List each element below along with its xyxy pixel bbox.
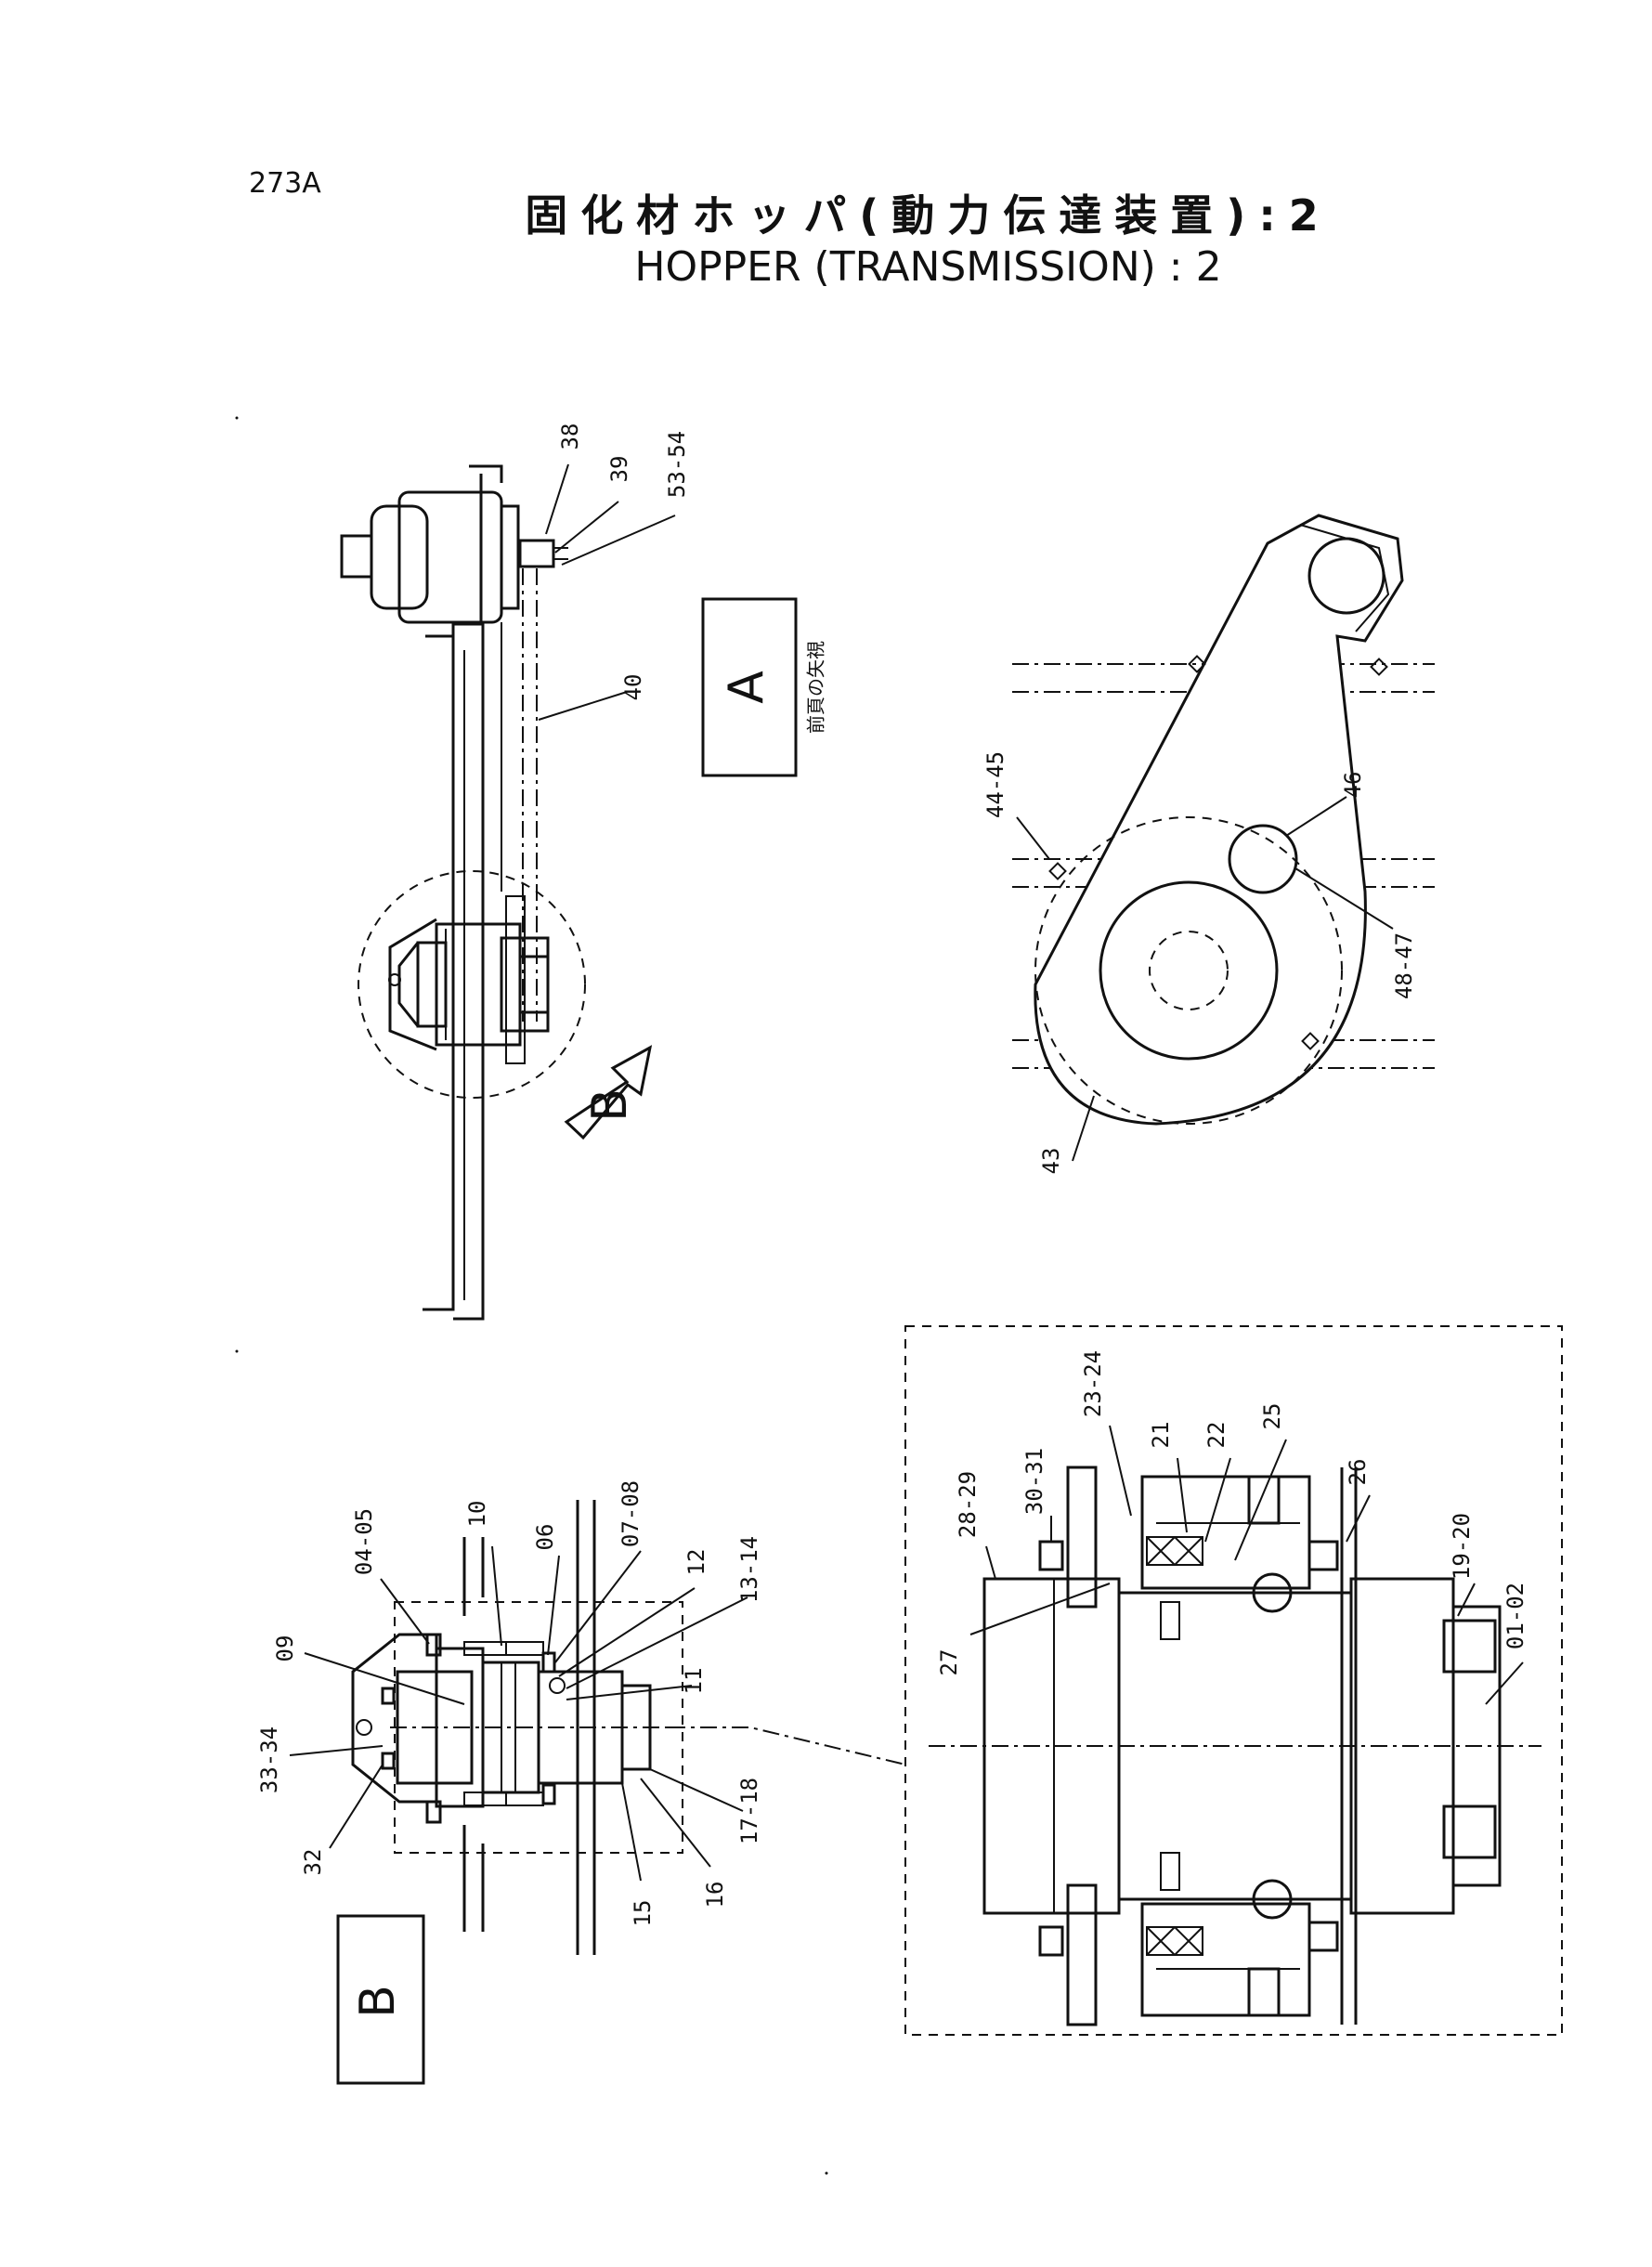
detail-view-drawing bbox=[904, 1325, 1563, 2036]
callout-30-31: 30-31 bbox=[1021, 1448, 1047, 1515]
callout-09: 09 bbox=[272, 1635, 298, 1662]
callout-27: 27 bbox=[936, 1649, 962, 1676]
view-b-box: B bbox=[336, 1914, 425, 2085]
view-a-label: A bbox=[719, 671, 774, 704]
callout-32: 32 bbox=[300, 1849, 326, 1876]
callout-39: 39 bbox=[606, 456, 632, 483]
view-b-label: B bbox=[350, 1985, 406, 2018]
callout-21: 21 bbox=[1148, 1422, 1174, 1449]
page-title-en: HOPPER (TRANSMISSION) : 2 bbox=[634, 243, 1222, 291]
page-title-jp: 固化材ホッパ(動力伝達装置):2 bbox=[525, 190, 1332, 241]
callout-53-54: 53-54 bbox=[664, 431, 690, 498]
callout-46: 46 bbox=[1340, 772, 1366, 799]
callout-19-20: 19-20 bbox=[1449, 1513, 1475, 1580]
callout-23-24: 23-24 bbox=[1080, 1350, 1106, 1417]
callout-40: 40 bbox=[620, 674, 646, 701]
callout-07-08: 07-08 bbox=[618, 1480, 644, 1547]
callout-43: 43 bbox=[1038, 1148, 1064, 1175]
chain-cover-drawing bbox=[1012, 514, 1435, 1126]
detail-view-callouts: 23-24 21 22 25 30-31 28-29 26 19-20 01-0… bbox=[936, 1350, 1528, 1705]
side-view-callouts: 38 39 53-54 40 bbox=[538, 423, 690, 721]
callout-12: 12 bbox=[683, 1549, 709, 1576]
view-a-note: 前頁の矢視 bbox=[805, 641, 827, 734]
callout-06: 06 bbox=[532, 1524, 558, 1551]
callout-10: 10 bbox=[464, 1501, 490, 1528]
side-view-drawing: B bbox=[340, 464, 653, 1321]
callout-16: 16 bbox=[702, 1882, 728, 1909]
callout-04-05: 04-05 bbox=[351, 1508, 377, 1575]
callout-26: 26 bbox=[1345, 1459, 1371, 1486]
callout-15: 15 bbox=[630, 1900, 656, 1927]
callout-48-47: 48-47 bbox=[1391, 932, 1417, 999]
callout-11: 11 bbox=[681, 1668, 707, 1695]
callout-25: 25 bbox=[1259, 1403, 1285, 1430]
callout-01-02: 01-02 bbox=[1502, 1583, 1528, 1649]
callout-44-45: 44-45 bbox=[982, 751, 1008, 818]
view-a-box: A 前頁の矢視 bbox=[701, 597, 827, 777]
callout-17-18: 17-18 bbox=[736, 1778, 762, 1844]
callout-22: 22 bbox=[1203, 1422, 1229, 1449]
hub-section-callouts: 04-05 10 06 07-08 12 13-14 09 11 33-34 3… bbox=[256, 1480, 762, 1927]
callout-28-29: 28-29 bbox=[955, 1471, 981, 1538]
callout-13-14: 13-14 bbox=[736, 1536, 762, 1603]
callout-38: 38 bbox=[557, 423, 583, 450]
page-code: 273A bbox=[249, 167, 321, 200]
callout-33-34: 33-34 bbox=[256, 1726, 282, 1793]
arrow-b-label: B bbox=[582, 1088, 638, 1122]
hub-section-drawing bbox=[351, 1500, 683, 1955]
chain-cover-callouts: 46 44-45 48-47 43 bbox=[982, 751, 1417, 1175]
